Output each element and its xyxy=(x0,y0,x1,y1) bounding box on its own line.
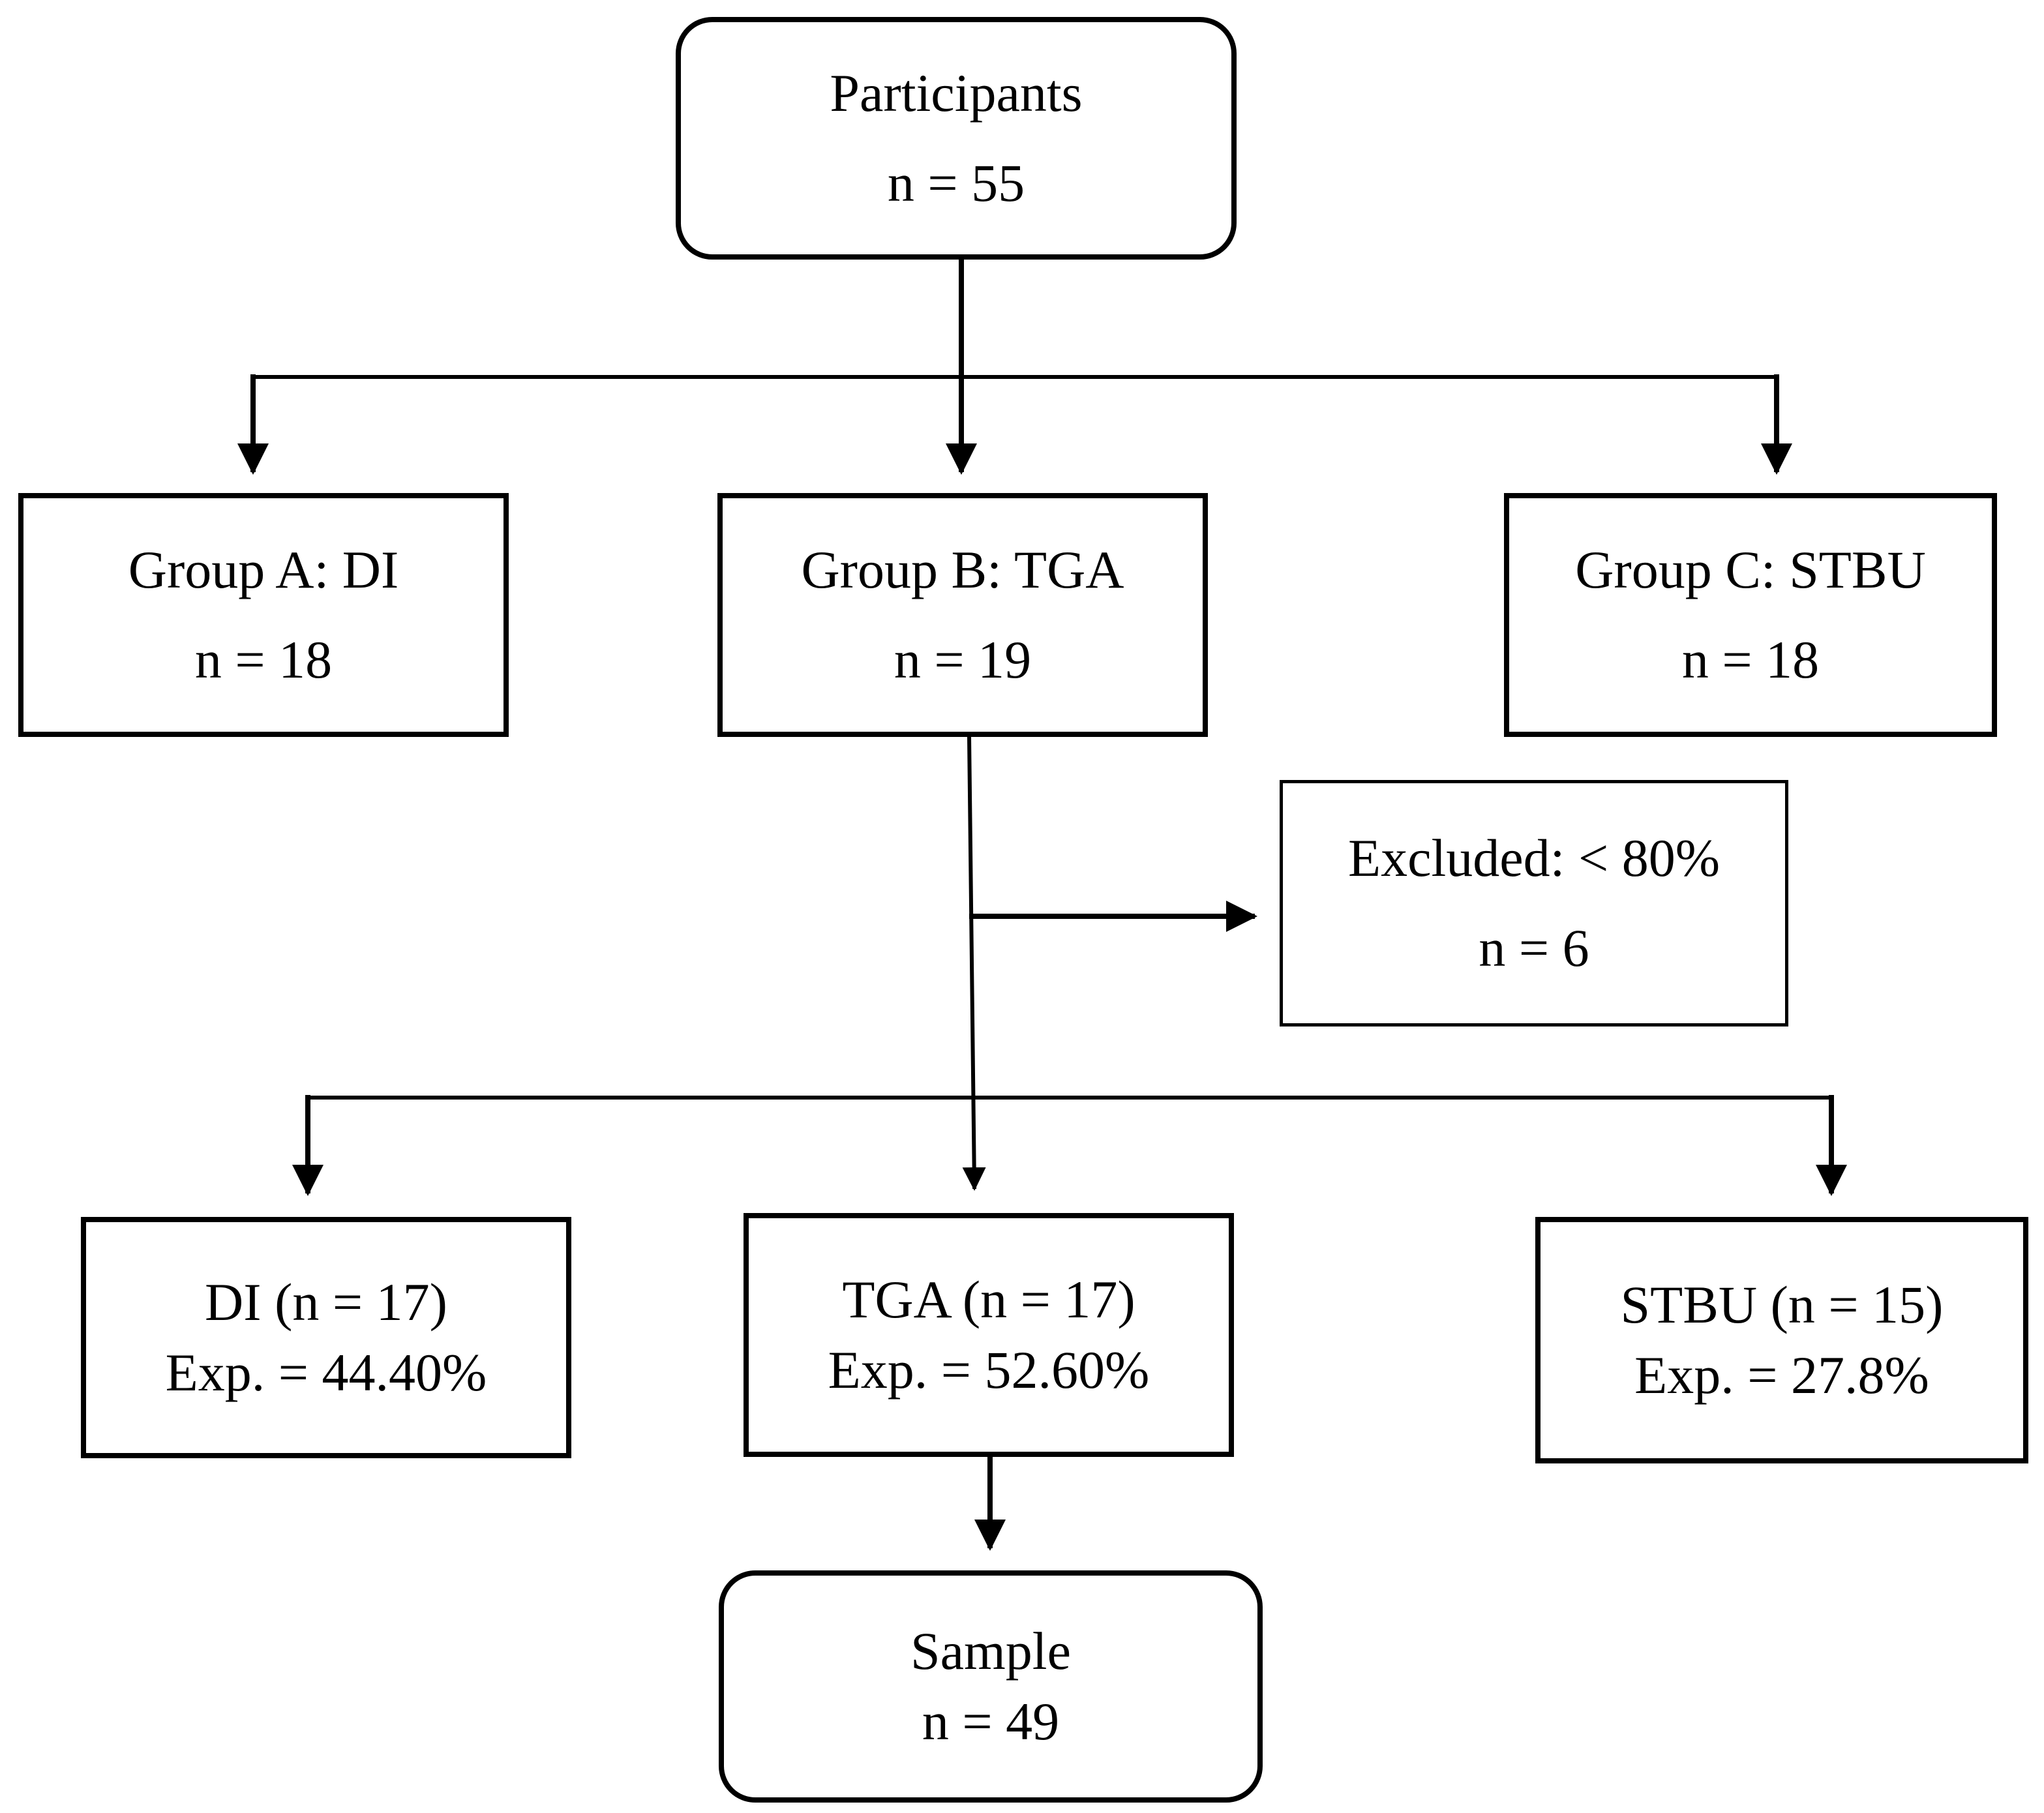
group-a-title: Group A: DI xyxy=(128,540,399,599)
participants-count: n = 55 xyxy=(887,153,1025,213)
stbu-count: Exp. = 27.8% xyxy=(1634,1345,1929,1405)
group-c-node: Group C: STBU n = 18 xyxy=(1504,493,1997,737)
group-b-node: Group B: TGA n = 19 xyxy=(717,493,1208,737)
connector-group-b-stem xyxy=(962,734,986,1191)
tga-node: TGA (n = 17) Exp. = 52.60% xyxy=(744,1213,1234,1457)
di-count: Exp. = 44.40% xyxy=(165,1343,487,1402)
di-title: DI (n = 17) xyxy=(205,1272,447,1332)
group-a-count: n = 18 xyxy=(194,630,333,689)
tga-title: TGA (n = 17) xyxy=(842,1270,1135,1329)
participants-node: Participants n = 55 xyxy=(676,17,1237,260)
group-a-node: Group A: DI n = 18 xyxy=(18,493,509,737)
excluded-node: Excluded: < 80% n = 6 xyxy=(1280,780,1788,1026)
participants-title: Participants xyxy=(830,63,1083,123)
excluded-title: Excluded: < 80% xyxy=(1348,828,1720,888)
excluded-count: n = 6 xyxy=(1479,918,1589,978)
group-b-count: n = 19 xyxy=(894,630,1032,689)
sample-title: Sample xyxy=(910,1621,1071,1681)
di-node: DI (n = 17) Exp. = 44.40% xyxy=(81,1217,571,1458)
stbu-title: STBU (n = 15) xyxy=(1620,1275,1944,1334)
stbu-node: STBU (n = 15) Exp. = 27.8% xyxy=(1535,1217,2028,1463)
tga-count: Exp. = 52.60% xyxy=(828,1340,1150,1400)
group-b-title: Group B: TGA xyxy=(801,540,1124,599)
sample-node: Sample n = 49 xyxy=(719,1570,1263,1803)
group-c-count: n = 18 xyxy=(1681,630,1820,689)
group-c-title: Group C: STBU xyxy=(1575,540,1926,599)
sample-count: n = 49 xyxy=(922,1692,1060,1751)
